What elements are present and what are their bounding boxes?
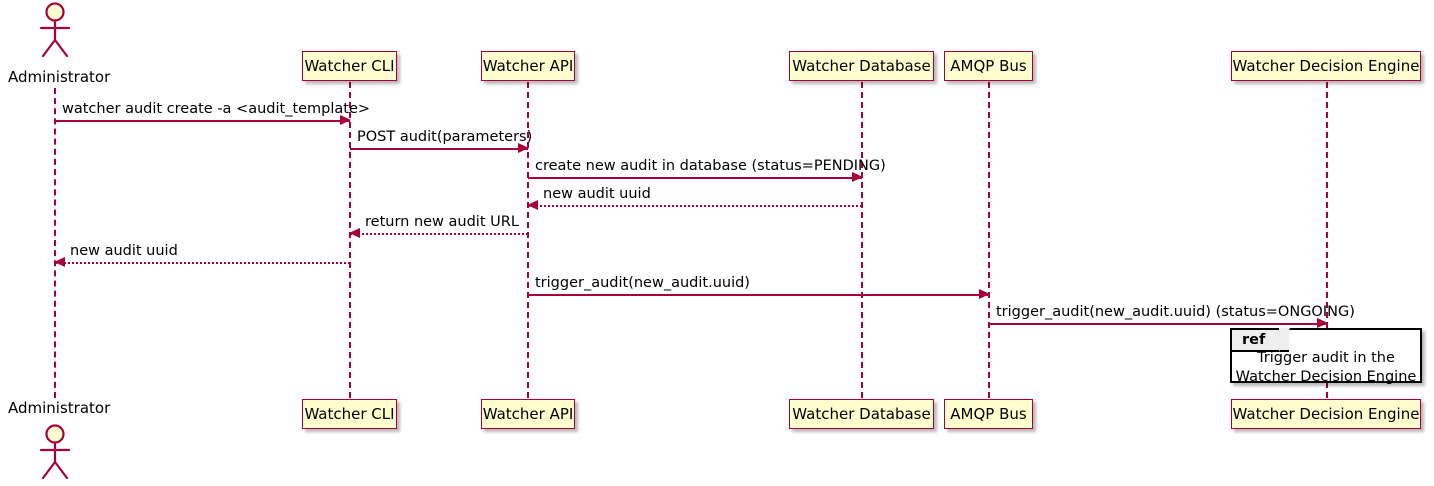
arrowhead-right-icon	[518, 143, 529, 153]
participant-label: Watcher Database	[792, 405, 931, 423]
lifeline-watcher-api	[527, 82, 529, 398]
participant-watcher-cli-bottom[interactable]: Watcher CLI	[302, 399, 397, 429]
ref-fragment-line-1: Trigger audit in the	[1257, 349, 1395, 366]
message-line	[55, 120, 350, 122]
ref-fragment-trigger-audit[interactable]: ref Trigger audit in the Watcher Decisio…	[1230, 328, 1422, 385]
lifeline-watcher-cli	[349, 82, 351, 398]
actor-label-administrator-bottom: Administrator	[8, 399, 111, 417]
participant-watcher-api-top[interactable]: Watcher API	[481, 51, 575, 81]
lifeline-amqp-bus	[988, 82, 990, 398]
ref-fragment-tab-label: ref	[1242, 332, 1266, 348]
message-line	[528, 177, 862, 179]
participant-watcher-decision-engine-bottom[interactable]: Watcher Decision Engine	[1231, 399, 1421, 429]
message-label: new audit uuid	[70, 243, 178, 259]
arrowhead-right-icon	[340, 115, 351, 125]
actor-label-administrator-top: Administrator	[8, 68, 111, 86]
message-label: trigger_audit(new_audit.uuid) (status=ON…	[996, 304, 1355, 320]
participant-amqp-bus-bottom[interactable]: AMQP Bus	[944, 399, 1033, 429]
message-line	[528, 294, 989, 296]
arrowhead-left-icon	[54, 257, 65, 267]
ref-fragment-body: Trigger audit in the Watcher Decision En…	[1232, 350, 1420, 385]
message-label: POST audit(parameters)	[357, 129, 533, 145]
arrowhead-right-icon	[852, 172, 863, 182]
participant-label: Watcher API	[482, 57, 574, 75]
arrowhead-right-icon	[979, 289, 990, 299]
participant-watcher-api-bottom[interactable]: Watcher API	[481, 399, 575, 429]
actor-administrator-top[interactable]	[32, 2, 78, 58]
message-line	[989, 323, 1327, 325]
arrowhead-left-icon	[527, 200, 538, 210]
ref-fragment-line-2: Watcher Decision Engine	[1235, 368, 1417, 385]
participant-label: Watcher CLI	[304, 57, 395, 75]
participant-watcher-database-top[interactable]: Watcher Database	[789, 51, 934, 81]
arrowhead-right-icon	[1317, 318, 1328, 328]
message-label: trigger_audit(new_audit.uuid)	[535, 275, 750, 291]
lifeline-administrator	[54, 88, 56, 398]
message-label: create new audit in database (status=PEN…	[535, 158, 886, 174]
participant-watcher-decision-engine-top[interactable]: Watcher Decision Engine	[1231, 51, 1421, 81]
participant-label: AMQP Bus	[950, 57, 1027, 75]
arrowhead-left-icon	[349, 228, 360, 238]
participant-label: Watcher Database	[792, 57, 931, 75]
ref-fragment-tab: ref	[1232, 328, 1291, 352]
participant-label: Watcher Decision Engine	[1232, 57, 1420, 75]
lifeline-watcher-database	[861, 82, 863, 398]
message-line	[350, 233, 528, 235]
participant-label: Watcher Decision Engine	[1232, 405, 1420, 423]
participant-label: AMQP Bus	[950, 405, 1027, 423]
message-label: return new audit URL	[365, 214, 519, 230]
participant-watcher-database-bottom[interactable]: Watcher Database	[789, 399, 934, 429]
message-line	[528, 205, 862, 207]
participant-label: Watcher API	[482, 405, 574, 423]
message-label: new audit uuid	[543, 186, 651, 202]
participant-label: Watcher CLI	[304, 405, 395, 423]
participant-amqp-bus-top[interactable]: AMQP Bus	[944, 51, 1033, 81]
actor-administrator-bottom[interactable]	[32, 424, 78, 480]
message-label: watcher audit create -a <audit_template>	[62, 101, 371, 117]
message-line	[350, 148, 528, 150]
message-line	[55, 262, 350, 264]
lifeline-watcher-decision-engine	[1326, 82, 1328, 398]
participant-watcher-cli-top[interactable]: Watcher CLI	[302, 51, 397, 81]
